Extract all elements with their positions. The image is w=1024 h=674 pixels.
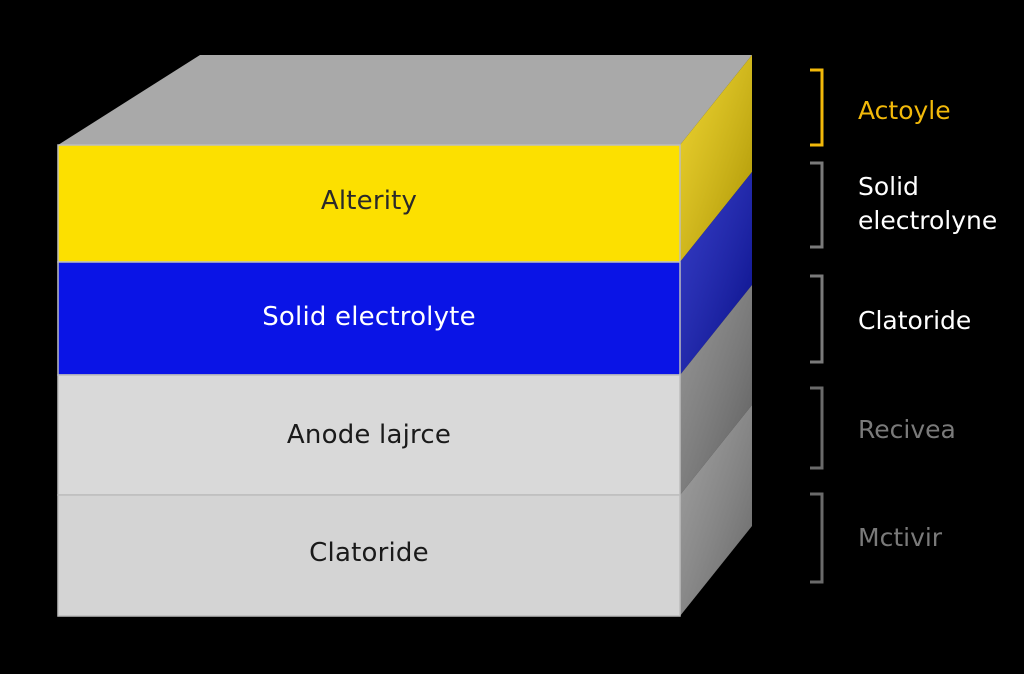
layer-front-anode [57,374,681,496]
legend-label-solid-electrolyne: Solid electrolyne [858,172,998,235]
layer-label-clatoride: Clatoride [309,538,429,568]
legend-bracket-2 [810,161,824,249]
layer-side-shade-solid-electrolyte [680,172,752,375]
layer-label-alterity: Alterity [320,186,418,216]
layer-front-solid-electrolyte [57,261,681,376]
legend-label-actoyle: Actoyle [858,96,951,125]
legend-label-clatoride: Clatoride [858,306,972,335]
layer-side-shade-anode [680,285,752,495]
legend-label-recivea: Recivea [858,415,956,444]
layer-side-shade-alterity [680,55,752,262]
layer-side-shade-clatoride [680,405,752,616]
layer-label-solid-electrolyte: Solid electrolyte [262,302,476,332]
legend-bracket-5 [810,492,824,584]
layer-front-alterity [57,144,681,263]
layer-label-anode: Anode lajrce [286,420,452,450]
legend-label-mctivir: Mctivir [858,523,943,552]
block-top-face [58,55,752,145]
legend-bracket-4 [810,386,824,470]
legend-bracket-1 [810,68,824,147]
legend-bracket-3 [810,274,824,364]
layer-front-clatoride [57,494,681,617]
